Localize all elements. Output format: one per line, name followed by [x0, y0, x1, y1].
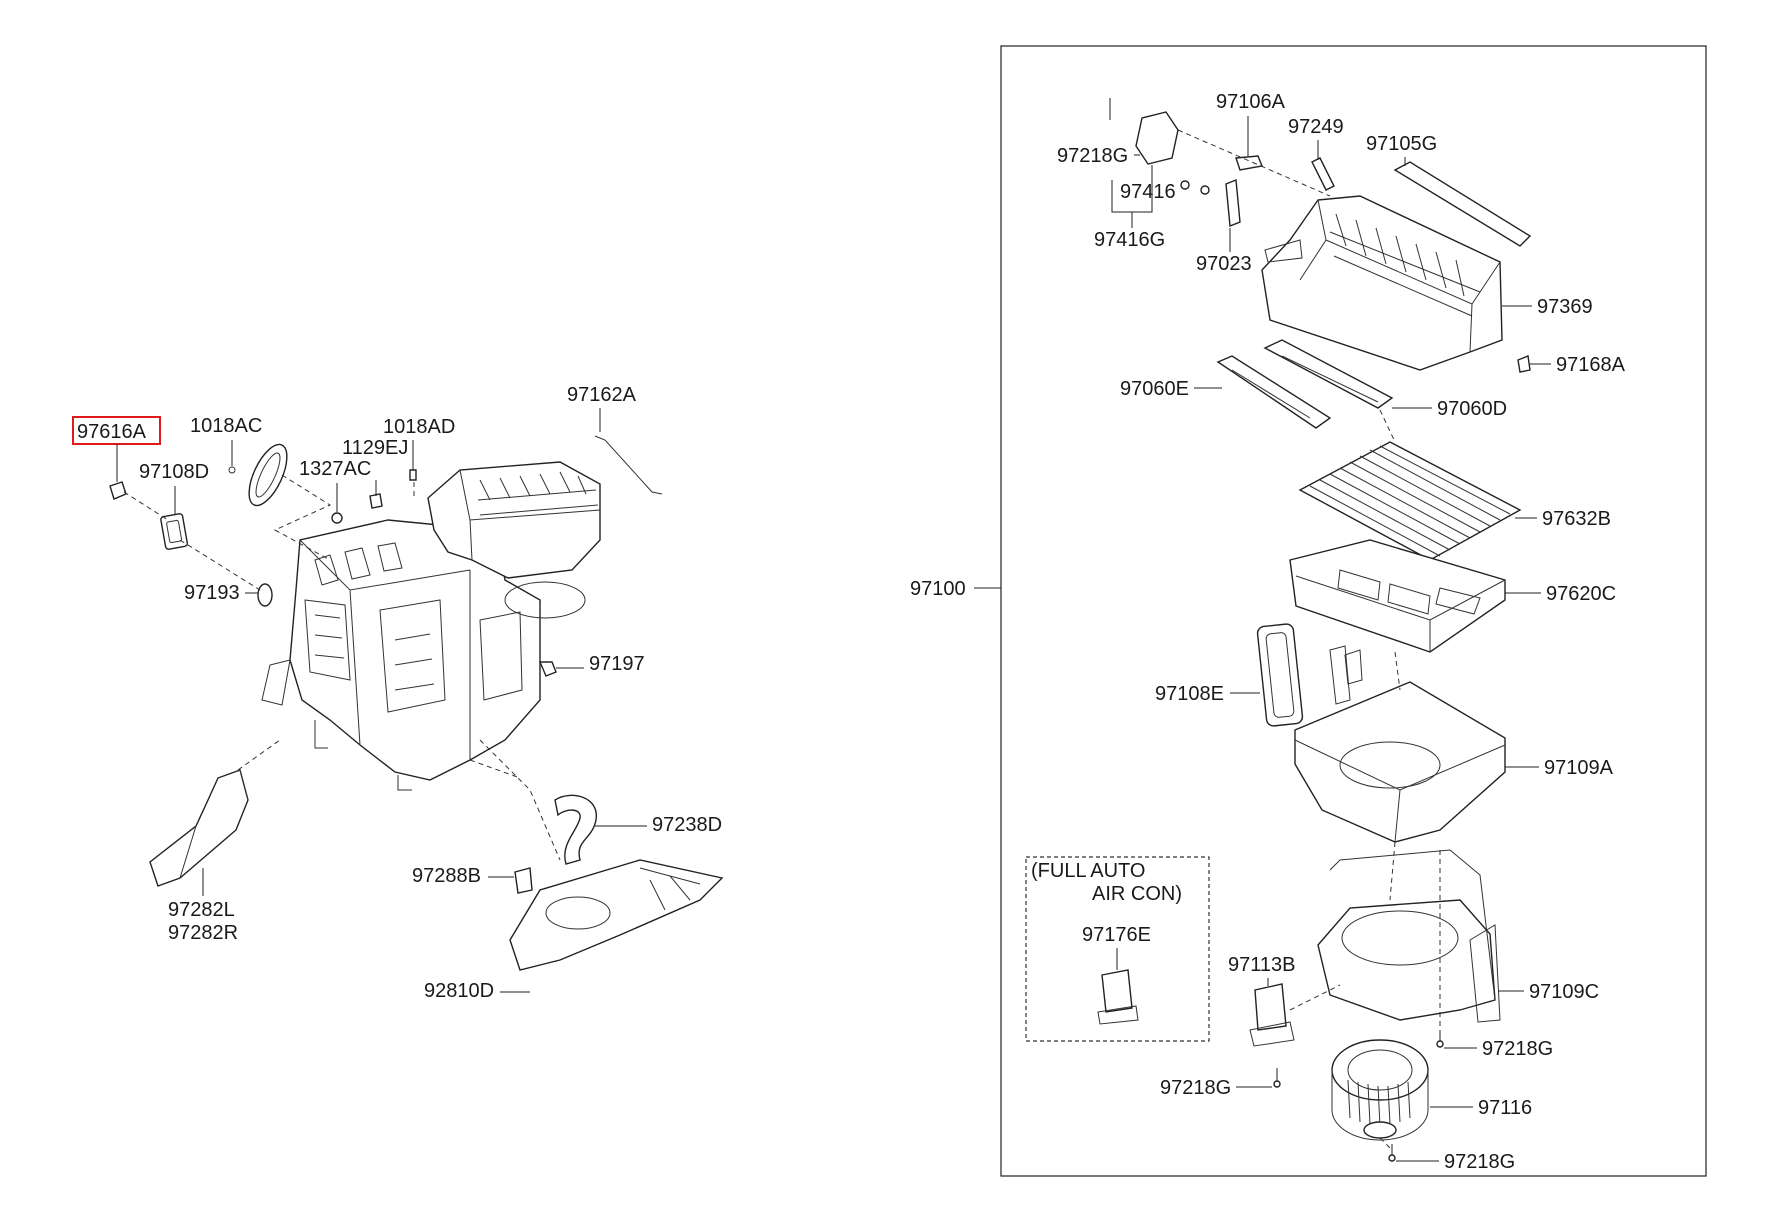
- label-1018AD: 1018AD: [383, 416, 455, 438]
- label-97218G-a: 97218G: [1482, 1038, 1553, 1060]
- label-97282L: 97282L: [168, 899, 235, 921]
- label-97109C: 97109C: [1529, 981, 1599, 1003]
- label-97023: 97023: [1196, 253, 1252, 275]
- part-97620C: [1289, 539, 1506, 653]
- label-97369: 97369: [1537, 296, 1593, 318]
- label-97176E: 97176E: [1082, 924, 1151, 946]
- label-97632B: 97632B: [1542, 508, 1611, 530]
- label-97060E: 97060E: [1120, 378, 1189, 400]
- part-97238D: [554, 794, 597, 865]
- left-dash-lines: [123, 474, 561, 861]
- label-1327AC: 1327AC: [299, 458, 371, 480]
- part-97162A: [594, 435, 663, 495]
- label-97416G: 97416G: [1094, 229, 1165, 251]
- label-97616A: 97616A: [77, 421, 147, 443]
- part-97109A: [1294, 681, 1506, 843]
- part-97113B: [1254, 983, 1287, 1031]
- heater-unit-assembly: [261, 461, 601, 791]
- label-97105G: 97105G: [1366, 133, 1437, 155]
- label-97282R: 97282R: [168, 922, 238, 944]
- blower-unit-parts: [1097, 98, 1532, 1162]
- label-97197: 97197: [589, 653, 645, 675]
- label-97060D: 97060D: [1437, 398, 1507, 420]
- part-92810D: [509, 859, 724, 971]
- part-97632B: [1298, 441, 1522, 561]
- part-97116: [1331, 1039, 1429, 1101]
- option-box-line2: AIR CON): [1092, 883, 1182, 905]
- part-97616A: [109, 481, 127, 500]
- label-97162A: 97162A: [567, 384, 637, 406]
- part-97193: [257, 583, 273, 607]
- label-97109A: 97109A: [1544, 757, 1614, 779]
- label-97108D: 97108D: [139, 461, 209, 483]
- label-97218G-b: 97218G: [1160, 1077, 1231, 1099]
- option-box-full-auto: [1025, 856, 1210, 1042]
- part-97108E: [1256, 623, 1304, 727]
- part-actuator: [1135, 111, 1179, 165]
- label-97113B: 97113B: [1228, 954, 1295, 976]
- label-92810D: 92810D: [424, 980, 494, 1002]
- label-97108E: 97108E: [1155, 683, 1224, 705]
- label-97620C: 97620C: [1546, 583, 1616, 605]
- label-1129EJ: 1129EJ: [342, 437, 408, 459]
- label-97193: 97193: [184, 582, 240, 604]
- label-97116: 97116: [1478, 1097, 1532, 1119]
- label-97218G-c: 97218G: [1444, 1151, 1515, 1173]
- label-97288B: 97288B: [412, 865, 481, 887]
- label-97168A: 97168A: [1556, 354, 1626, 376]
- label-97249: 97249: [1288, 116, 1344, 138]
- part-97109C: [1317, 899, 1496, 1021]
- part-97282: [149, 769, 249, 887]
- part-97108D: [160, 513, 189, 550]
- part-97176E: [1101, 969, 1133, 1013]
- part-97060E: [1216, 355, 1332, 429]
- left-small-parts: [109, 435, 724, 971]
- right-labels: 97100 97106A 97249 97105G 97218G 97416 9…: [910, 91, 1626, 1173]
- option-box-line1: (FULL AUTO: [1031, 860, 1145, 882]
- part-1018AC-ring: [248, 443, 288, 507]
- label-97218G-top: 97218G: [1057, 145, 1128, 167]
- label-1018AC: 1018AC: [190, 415, 262, 437]
- left-labels: 97616A 1018AC 97108D 1327AC 1129EJ 1018A…: [77, 384, 722, 1002]
- label-97100: 97100: [910, 578, 966, 600]
- label-97416: 97416: [1120, 181, 1176, 203]
- blower-unit-frame: [1000, 45, 1707, 1177]
- right-dash-lines: [1177, 129, 1441, 1151]
- label-97106A: 97106A: [1216, 91, 1286, 113]
- part-97060D: [1263, 339, 1394, 409]
- label-97238D: 97238D: [652, 814, 722, 836]
- part-97369: [1261, 195, 1503, 371]
